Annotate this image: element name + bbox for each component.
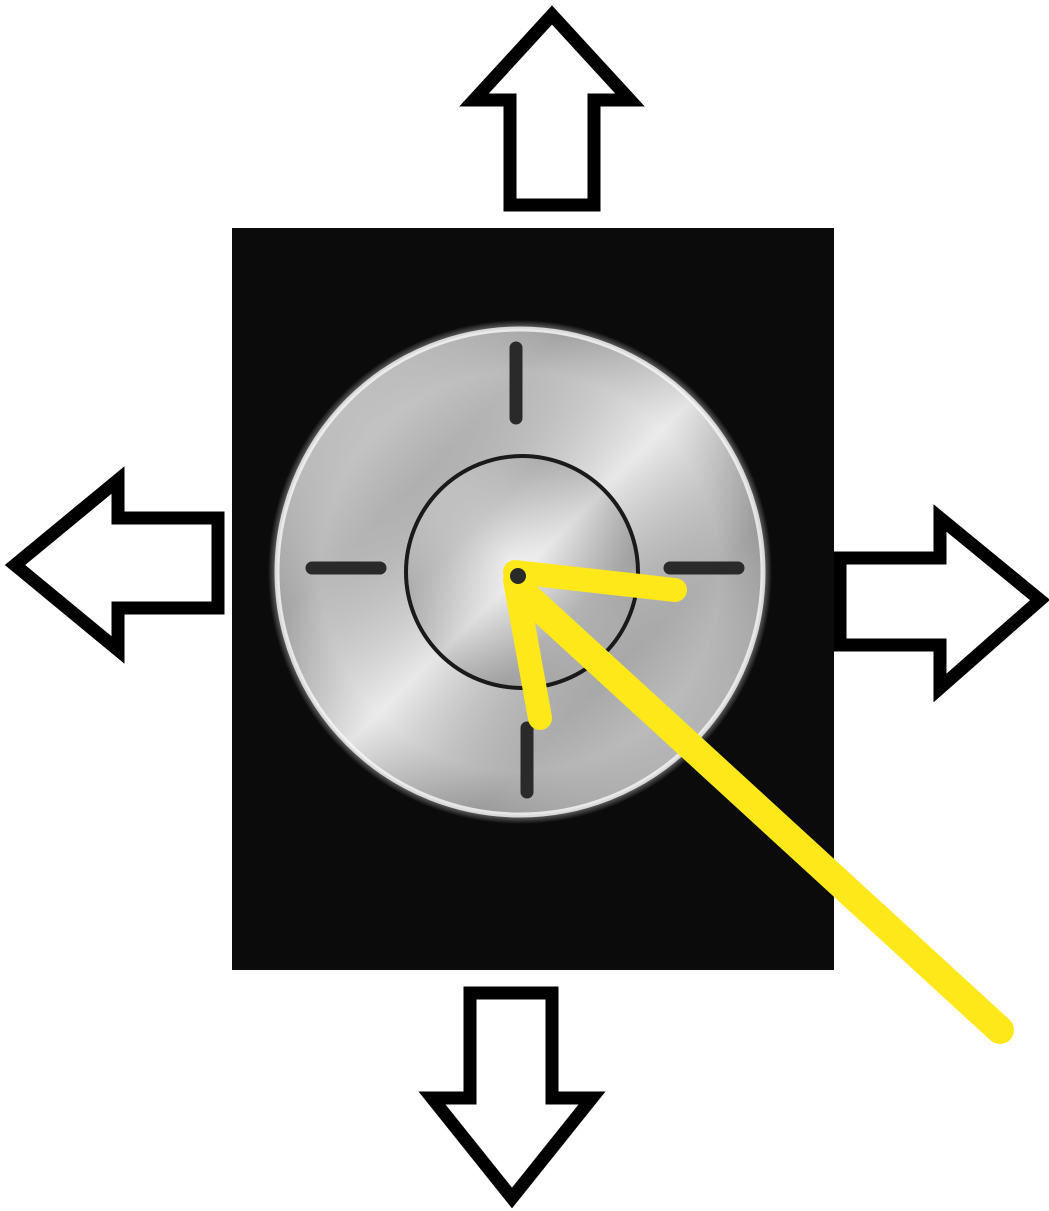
arrow-right-outline-icon[interactable]: [840, 518, 1040, 688]
arrow-down-outline-icon[interactable]: [432, 993, 592, 1198]
arrow-left-outline-icon[interactable]: [15, 480, 218, 650]
arrow-up-outline-icon[interactable]: [474, 15, 630, 205]
